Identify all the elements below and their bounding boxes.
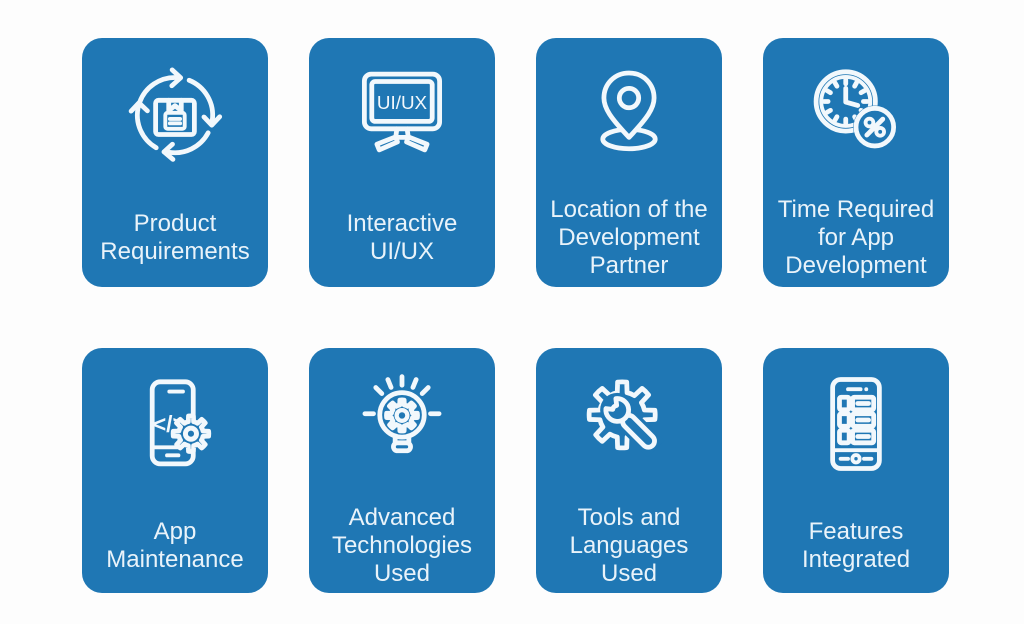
- monitor-screen-text: UI/UX: [377, 92, 428, 113]
- card-product-requirements: Product Requirements: [82, 38, 268, 287]
- card-label: Interactive UI/UX: [346, 209, 458, 265]
- card-label: Features Integrated: [801, 517, 911, 573]
- card-location-partner: Location of the Development Partner: [536, 38, 722, 287]
- card-tools-languages: Tools and Languages Used: [536, 348, 722, 593]
- card-advanced-technologies: Advanced Technologies Used: [309, 348, 495, 593]
- location-pin-icon: [600, 70, 658, 152]
- gear-wrench-icon: [586, 379, 665, 458]
- card-grid: Product Requirements UI/UX Interactive U…: [82, 38, 949, 593]
- card-label: Tools and Languages Used: [569, 503, 689, 587]
- card-label: Advanced Technologies Used: [331, 503, 473, 587]
- card-label: Time Required for App Development: [777, 195, 935, 279]
- card-app-maintenance: </> App Maintenance: [82, 348, 268, 593]
- phone-feature-list-icon: [830, 377, 882, 471]
- card-interactive-uiux: UI/UX Interactive UI/UX: [309, 38, 495, 287]
- card-label: Product Requirements: [100, 209, 250, 265]
- card-features-integrated: Features Integrated: [763, 348, 949, 593]
- phone-code-gear-icon: </>: [149, 379, 212, 467]
- clock-percent-icon: [813, 69, 897, 149]
- lightbulb-gear-icon: [362, 374, 442, 454]
- monitor-uiux-icon: UI/UX: [361, 71, 443, 153]
- card-time-required: Time Required for App Development: [763, 38, 949, 287]
- card-label: Location of the Development Partner: [550, 195, 708, 279]
- package-sync-arrows-icon: [128, 67, 223, 162]
- card-label: App Maintenance: [106, 517, 244, 573]
